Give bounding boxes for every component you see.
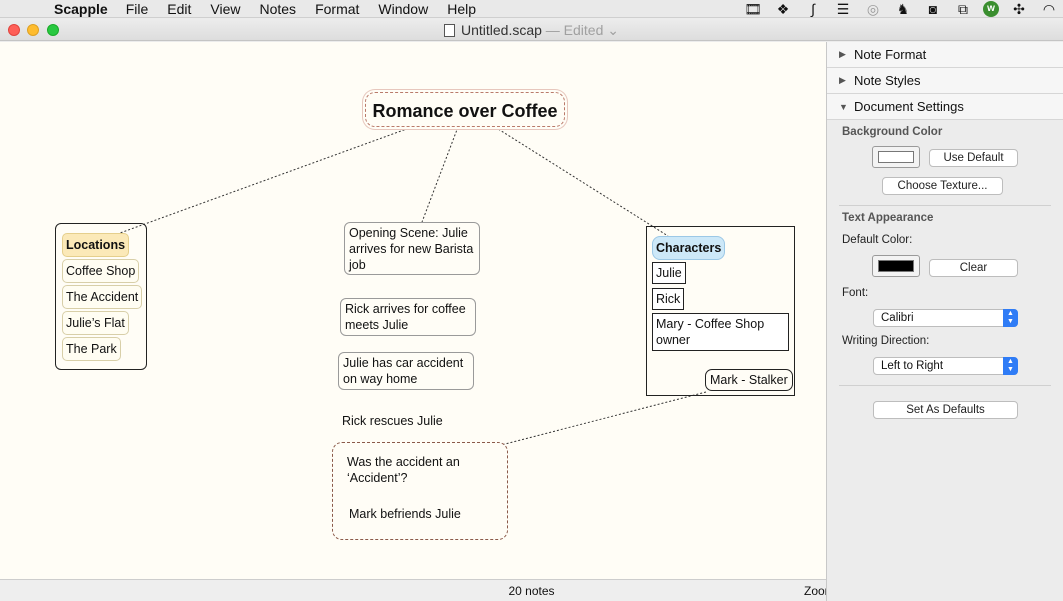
section-note-styles[interactable]: ▶ Note Styles — [827, 68, 1063, 94]
arrows-icon[interactable]: ✣ — [1013, 1, 1025, 17]
character-note-rick[interactable]: Rick — [652, 288, 685, 310]
scene-note-rick-rescues[interactable]: Rick rescues Julie — [342, 414, 443, 428]
character-note-mary[interactable]: Mary - Coffee Shop owner — [652, 313, 789, 351]
section-document-settings[interactable]: ▼ Document Settings — [827, 94, 1063, 120]
menu-window[interactable]: Window — [378, 0, 429, 17]
window-minimize-button[interactable] — [27, 24, 39, 36]
set-as-defaults-button[interactable]: Set As Defaults — [873, 401, 1018, 419]
background-color-well[interactable] — [872, 146, 920, 168]
connector-title-characters — [494, 126, 669, 237]
document-icon — [443, 24, 455, 37]
window-zoom-button[interactable] — [47, 24, 59, 36]
menu-edit[interactable]: Edit — [167, 0, 192, 17]
zoom-label[interactable]: Zoom — [804, 584, 826, 598]
evernote-icon[interactable]: ♞ — [896, 1, 910, 17]
location-note-park[interactable]: The Park — [62, 337, 121, 361]
connector-title-opening — [421, 126, 459, 223]
section-document-settings-label: Document Settings — [854, 99, 964, 114]
location-note-julies-flat[interactable]: Julie’s Flat — [62, 311, 129, 335]
writing-direction-value: Left to Right — [881, 360, 944, 372]
disclosure-right-icon: ▶ — [839, 49, 846, 59]
popup-arrows-icon: ▲▼ — [1003, 357, 1018, 375]
connector-title-locations — [119, 126, 413, 234]
window-close-button[interactable] — [8, 24, 20, 36]
menu-format[interactable]: Format — [315, 0, 360, 17]
title-note[interactable]: Romance over Coffee — [365, 92, 565, 127]
status-tray: 🎞 ❖ ∫ ☰ ◎ ♞ ◙ ⧉ w ✣ ◠ — [743, 0, 1059, 18]
location-note-coffee-shop[interactable]: Coffee Shop — [62, 259, 140, 283]
text-color-swatch — [878, 260, 914, 272]
scene-note-rick-arrives[interactable]: Rick arrives for coffee meets Julie — [340, 298, 476, 336]
accident-question-text: Was the accident an ‘Accident’? — [347, 455, 460, 485]
background-color-title: Background Color — [842, 126, 943, 138]
menu-app-name[interactable]: Scapple — [54, 0, 108, 17]
scene-note-car-accident[interactable]: Julie has car accident on way home — [338, 352, 474, 390]
writing-direction-popup[interactable]: Left to Right ▲▼ — [873, 357, 1018, 375]
characters-header-note[interactable]: Characters — [652, 236, 726, 260]
disclosure-right-icon: ▶ — [839, 75, 846, 85]
use-default-button[interactable]: Use Default — [929, 149, 1018, 167]
accident-cloud-note[interactable]: Was the accident an ‘Accident’? Mark bef… — [332, 442, 508, 540]
text-color-well[interactable] — [872, 255, 920, 277]
location-note-accident[interactable]: The Accident — [62, 285, 143, 309]
text-appearance-title: Text Appearance — [842, 212, 934, 224]
divider — [839, 385, 1051, 386]
s-app-icon[interactable]: ∫ — [811, 1, 815, 17]
disclosure-down-icon: ▼ — [839, 101, 848, 112]
connector-mark-accident — [477, 391, 707, 452]
window-title-bar: Untitled.scap — Edited ⌄ — [0, 19, 1063, 41]
scapple-canvas[interactable]: Romance over Coffee Locations Coffee Sho… — [0, 42, 826, 579]
section-note-format[interactable]: ▶ Note Format — [827, 42, 1063, 68]
mark-befriends-text: Mark befriends Julie — [349, 507, 461, 521]
window-stack-icon[interactable]: ⧉ — [958, 1, 968, 17]
writing-direction-label: Writing Direction: — [842, 335, 930, 347]
inspector-panel: ▶ Note Format ▶ Note Styles ▼ Document S… — [826, 42, 1063, 601]
default-color-label: Default Color: — [842, 234, 913, 246]
font-label: Font: — [842, 287, 869, 299]
locations-group[interactable] — [55, 223, 147, 370]
document-title[interactable]: Untitled.scap — Edited ⌄ — [0, 22, 1063, 39]
status-bar: 20 notes Zoom — [0, 579, 826, 601]
font-popup-value: Calibri — [881, 312, 914, 324]
w-app-icon[interactable]: w — [983, 1, 999, 17]
choose-texture-button[interactable]: Choose Texture... — [882, 177, 1003, 195]
dropbox-icon[interactable]: ❖ — [776, 1, 790, 17]
note-count: 20 notes — [508, 584, 555, 598]
wifi-icon[interactable]: ◠ — [1042, 1, 1056, 17]
clear-button[interactable]: Clear — [929, 259, 1018, 277]
popup-arrows-icon: ▲▼ — [1003, 309, 1018, 327]
font-popup[interactable]: Calibri ▲▼ — [873, 309, 1018, 327]
background-color-swatch — [878, 151, 914, 163]
section-note-format-label: Note Format — [854, 47, 927, 62]
character-note-mark[interactable]: Mark - Stalker — [705, 369, 793, 391]
scene-note-opening[interactable]: Opening Scene: Julie arrives for new Bar… — [344, 222, 480, 275]
section-note-styles-label: Note Styles — [854, 73, 921, 88]
title-chevron-down-icon[interactable]: ⌄ — [607, 22, 620, 38]
character-note-julie[interactable]: Julie — [652, 262, 686, 284]
locations-header-note[interactable]: Locations — [62, 233, 130, 257]
spiral-icon[interactable]: ◎ — [866, 1, 880, 17]
characters-group[interactable] — [646, 226, 795, 396]
menu-notes[interactable]: Notes — [259, 0, 297, 17]
menu-help[interactable]: Help — [447, 0, 476, 17]
divider — [839, 205, 1051, 206]
document-edited-state: — Edited — [545, 22, 604, 38]
menu-bar: Scapple File Edit View Notes Format Wind… — [0, 0, 1063, 18]
document-name: Untitled.scap — [460, 22, 542, 38]
camera-icon[interactable]: ◙ — [928, 1, 938, 17]
stack-icon[interactable]: ☰ — [836, 1, 850, 17]
film-icon[interactable]: 🎞 — [744, 1, 762, 17]
menu-view[interactable]: View — [210, 0, 241, 17]
menu-file[interactable]: File — [125, 0, 149, 17]
